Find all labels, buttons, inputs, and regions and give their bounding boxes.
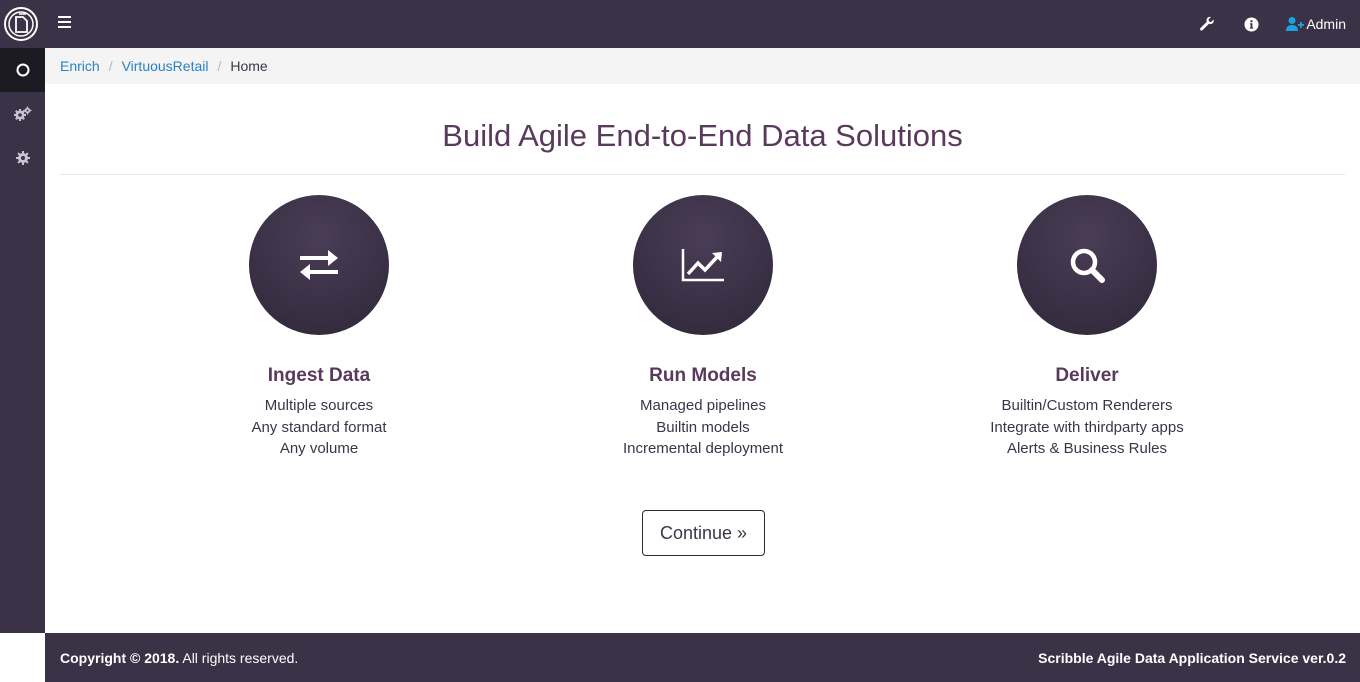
feature-description: Multiple sources Any standard format Any… (169, 395, 469, 460)
copyright-year: Copyright © 2018. (60, 649, 180, 666)
feature-description: Builtin/Custom Renderers Integrate with … (937, 395, 1237, 460)
copyright-rest: All rights reserved. (179, 649, 299, 666)
feature-circle (249, 195, 389, 335)
feature-description: Managed pipelines Builtin models Increme… (553, 395, 853, 460)
footer-service-version: Scribble Agile Data Application Service … (1038, 649, 1346, 666)
breadcrumb-enrich[interactable]: Enrich (60, 58, 100, 74)
feature-circle (1017, 195, 1157, 335)
line-chart-icon (681, 249, 724, 282)
feature-line: Alerts & Business Rules (1006, 440, 1168, 457)
sidebar (0, 48, 45, 633)
top-right-actions: Admin (1172, 0, 1346, 48)
brand-logo-icon[interactable] (2, 5, 40, 43)
breadcrumb-separator: / (217, 58, 222, 74)
breadcrumb-current: Home (230, 58, 268, 74)
feature-line: Any standard format (251, 418, 387, 436)
feature-title: Run Models (649, 365, 757, 386)
admin-user-menu[interactable]: Admin (1286, 16, 1346, 32)
feature-deliver: Deliver Builtin/Custom Renderers Integra… (937, 195, 1237, 460)
feature-ingest-data: Ingest Data Multiple sources Any standar… (169, 195, 469, 460)
continue-button[interactable]: Continue » (642, 510, 765, 556)
feature-line: Any volume (279, 440, 359, 457)
sidebar-item-services[interactable] (0, 92, 45, 136)
feature-run-models: Run Models Managed pipelines Builtin mod… (553, 195, 853, 460)
breadcrumb-separator: / (108, 58, 113, 74)
feature-title: Deliver (1055, 365, 1119, 386)
sidebar-item-settings[interactable] (0, 136, 45, 180)
feature-line: Managed pipelines (640, 397, 766, 414)
feature-line: Builtin models (656, 418, 750, 436)
exchange-arrows-icon (300, 250, 338, 280)
feature-line: Builtin/Custom Renderers (1001, 397, 1173, 414)
breadcrumb-virtuousretail[interactable]: VirtuousRetail (121, 58, 209, 74)
hamburger-icon[interactable] (58, 16, 74, 32)
footer-copyright: Copyright © 2018. All rights reserved. (60, 650, 298, 666)
title-divider (60, 174, 1345, 175)
wrench-icon[interactable] (1198, 15, 1216, 33)
feature-line: Integrate with thirdparty apps (990, 418, 1184, 436)
feature-title: Ingest Data (267, 365, 371, 386)
feature-line: Multiple sources (264, 397, 374, 414)
circle-icon (16, 63, 29, 77)
sidebar-item-home[interactable] (0, 48, 45, 92)
feature-circle (633, 195, 773, 335)
admin-label: Admin (1306, 16, 1346, 32)
gear-icon (15, 151, 30, 165)
cogs-icon (13, 106, 31, 121)
user-plus-icon (1286, 17, 1305, 31)
page-title: Build Agile End-to-End Data Solutions (442, 118, 963, 153)
info-icon[interactable] (1242, 15, 1260, 33)
breadcrumb: Enrich / VirtuousRetail / Home (45, 48, 1360, 84)
search-icon (1070, 248, 1105, 283)
top-navbar: Admin (0, 0, 1360, 48)
feature-line: Incremental deployment (622, 440, 784, 457)
footer: Copyright © 2018. All rights reserved. S… (45, 633, 1360, 682)
